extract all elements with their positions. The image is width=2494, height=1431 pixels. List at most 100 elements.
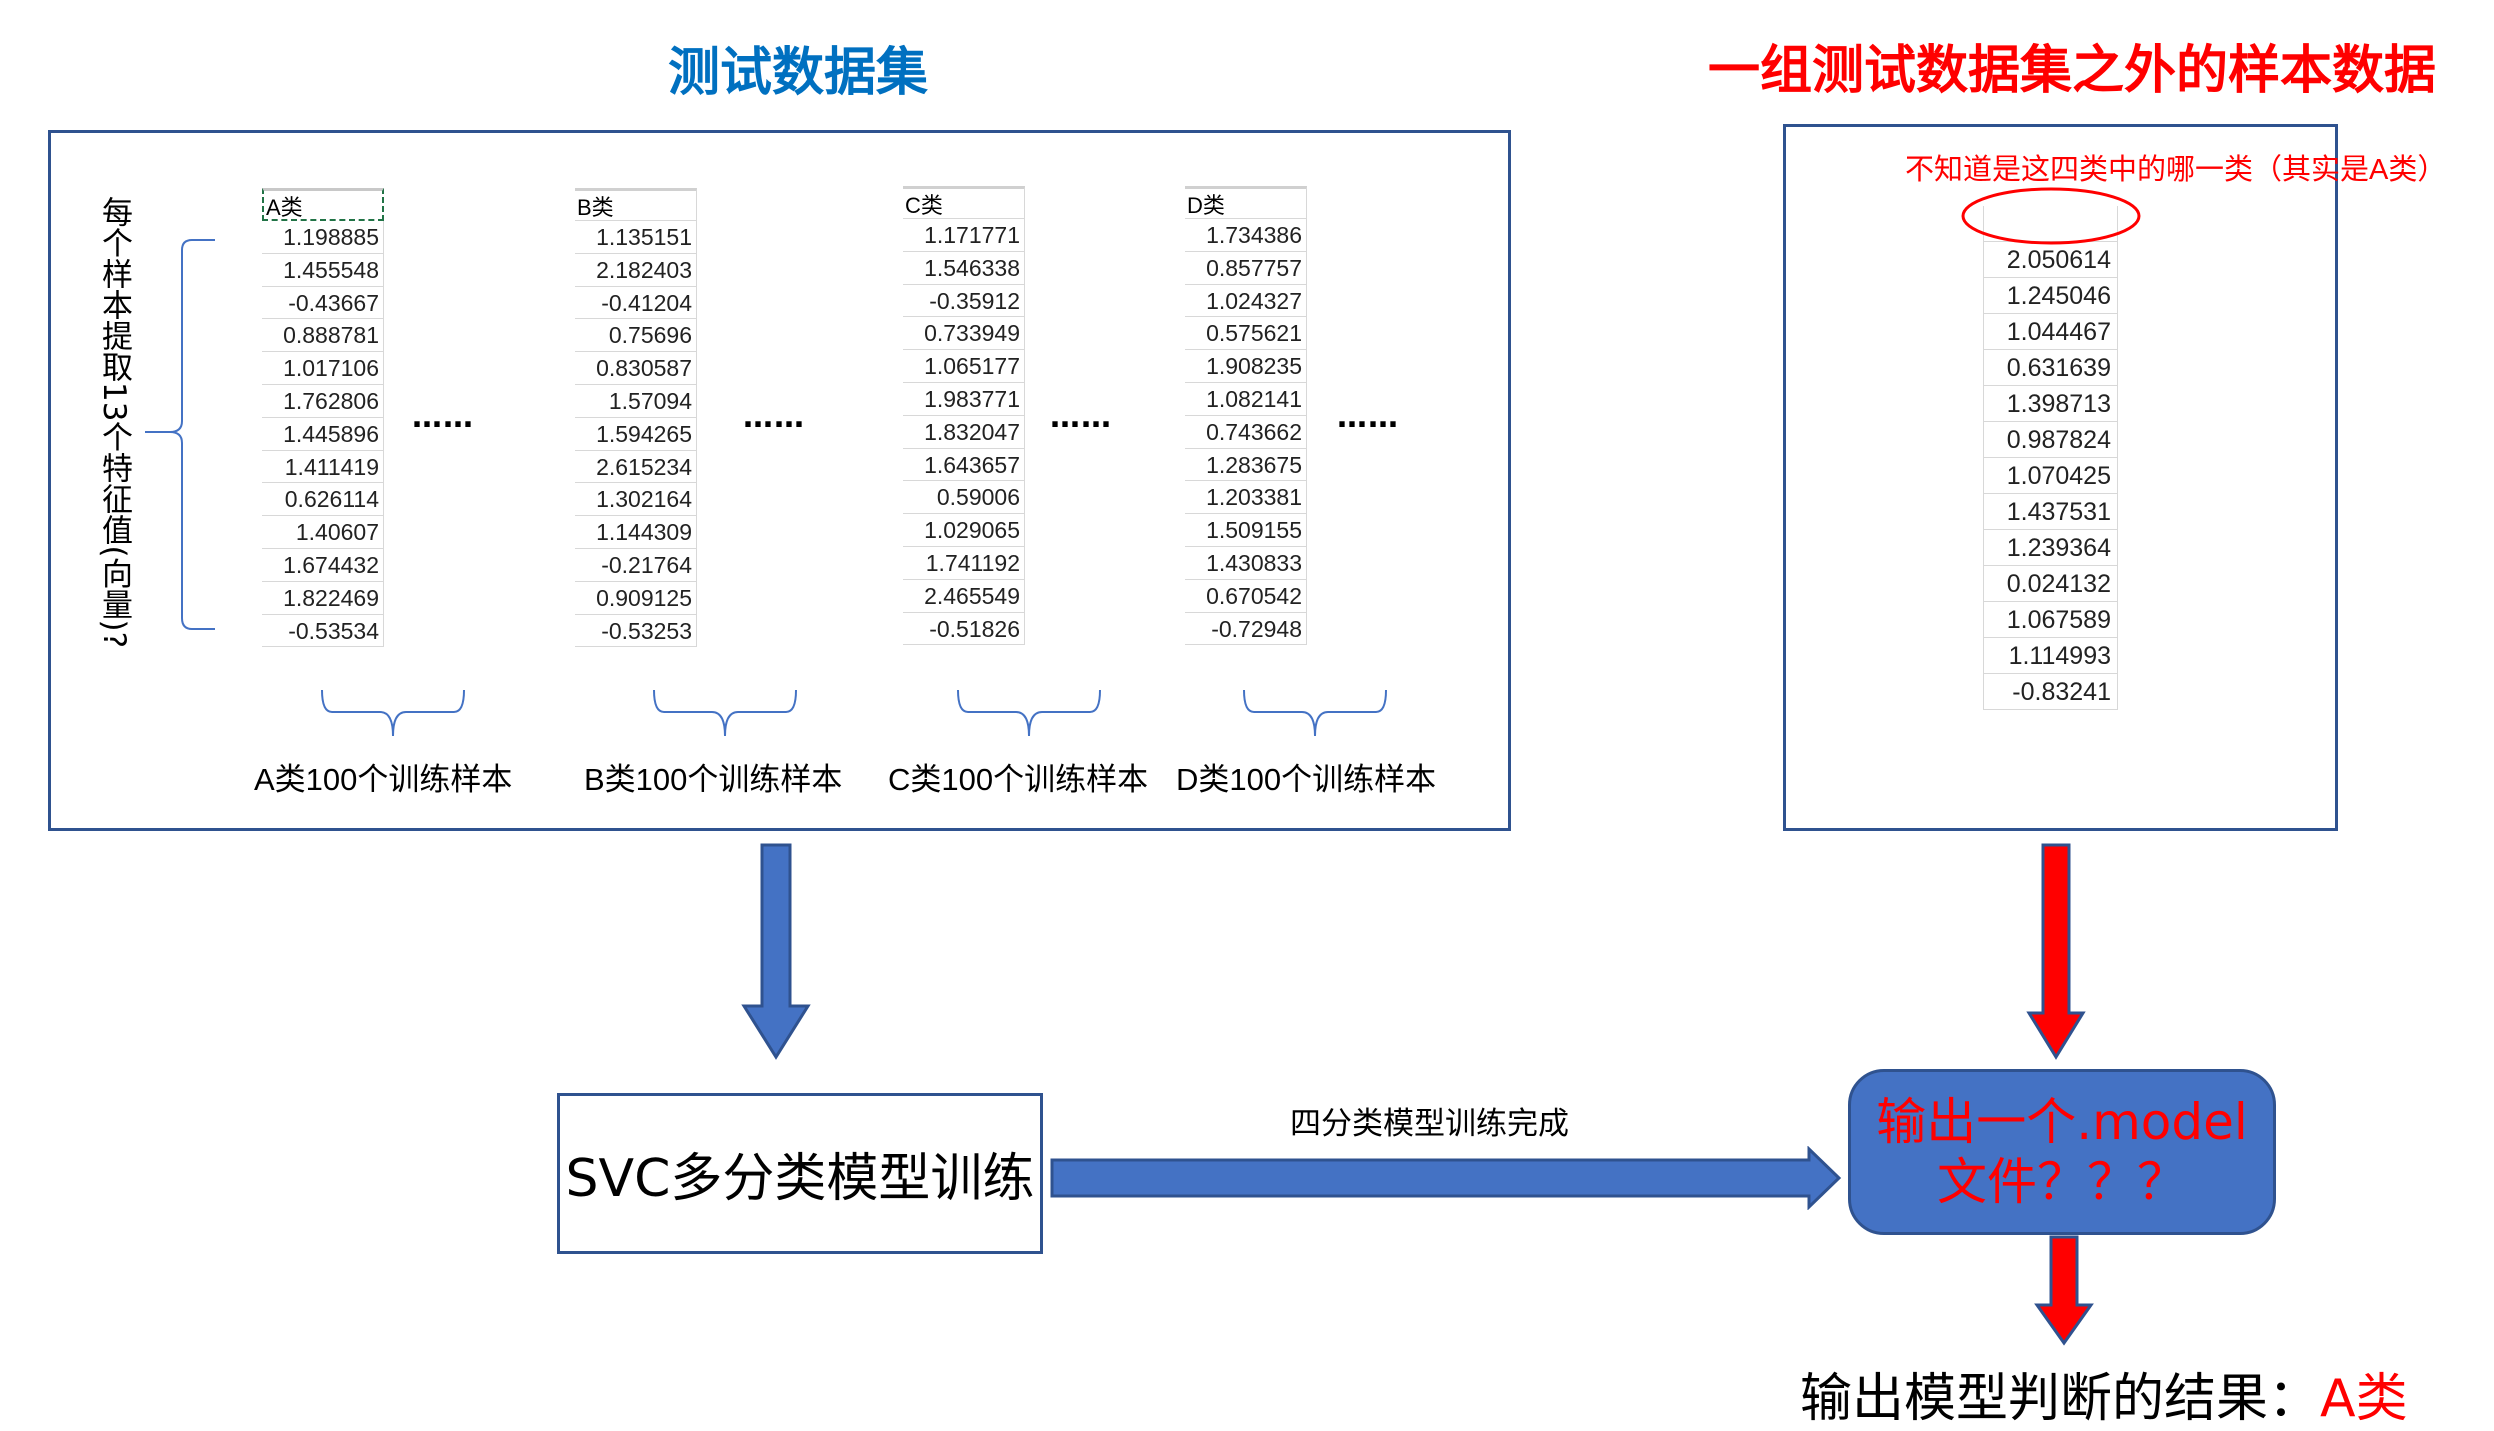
feature-cell[interactable]: 0.888781	[262, 319, 384, 353]
feature-cell[interactable]: 0.733949	[903, 317, 1025, 351]
feature-cell[interactable]: 1.832047	[903, 415, 1025, 449]
feature-cell[interactable]: 1.908235	[1185, 350, 1307, 383]
feature-cell[interactable]: 1.135151	[575, 221, 697, 254]
feature-cell[interactable]: 1.398713	[1983, 386, 2118, 422]
feature-cell[interactable]: 1.983771	[903, 382, 1025, 416]
feature-cell[interactable]: -0.43667	[262, 286, 384, 320]
model-box-line2: 文件？？？	[1937, 1153, 2187, 1211]
feature-cell[interactable]: 1.070425	[1983, 458, 2118, 494]
test-dataset-title: 测试数据集	[668, 43, 929, 103]
feature-cell[interactable]: 1.245046	[1983, 278, 2118, 314]
class-a-column: A类 1.198885 1.455548 -0.43667 0.888781 1…	[262, 188, 384, 648]
feature-cell[interactable]: -0.72948	[1185, 612, 1307, 646]
feature-cell[interactable]: 2.615234	[575, 450, 697, 484]
training-complete-label: 四分类模型训练完成	[1290, 1106, 1569, 1142]
feature-cell[interactable]: 1.445896	[262, 417, 384, 451]
feature-cell[interactable]: 1.283675	[1185, 448, 1307, 482]
feature-cell[interactable]: 1.594265	[575, 417, 697, 451]
outside-sample-title: 一组测试数据集之外的样本数据	[1708, 41, 2437, 101]
feature-cell[interactable]: 1.40607	[262, 516, 384, 549]
feature-cell[interactable]: 0.631639	[1983, 350, 2118, 386]
feature-cell[interactable]: 0.670542	[1185, 579, 1307, 613]
svc-training-box: SVC多分类模型训练	[557, 1093, 1043, 1254]
class-d-column: D类 1.734386 0.857757 1.024327 0.575621 1…	[1185, 186, 1307, 646]
more-samples-ellipsis: ……	[412, 400, 474, 435]
feature-cell[interactable]: 1.029065	[903, 514, 1025, 547]
down-arrow-icon	[741, 843, 811, 1060]
red-result-arrow-icon	[2034, 1235, 2094, 1346]
feature-cell[interactable]: 1.017106	[262, 352, 384, 385]
feature-cell[interactable]: 0.987824	[1983, 422, 2118, 458]
feature-cell[interactable]: -0.41204	[575, 286, 697, 320]
feature-cell[interactable]: 1.741192	[903, 546, 1025, 580]
unknown-class-annotation: 不知道是这四类中的哪一类（其实是A类）	[1905, 154, 2447, 186]
feature-cell[interactable]: -0.53534	[262, 614, 384, 648]
feature-cell[interactable]: 1.203381	[1185, 481, 1307, 515]
feature-cell[interactable]: 1.044467	[1983, 314, 2118, 350]
feature-cell[interactable]: 2.465549	[903, 579, 1025, 613]
feature-cell[interactable]: 1.024327	[1185, 284, 1307, 318]
feature-cell[interactable]: 1.57094	[575, 384, 697, 418]
class-c-caption: C类100个训练样本	[888, 762, 1149, 797]
class-b-caption: B类100个训练样本	[584, 762, 843, 797]
feature-cell[interactable]: 1.437531	[1983, 494, 2118, 530]
feature-cell[interactable]: 2.182403	[575, 253, 697, 287]
feature-cell[interactable]: 1.430833	[1185, 546, 1307, 580]
feature-cell[interactable]: 1.239364	[1983, 530, 2118, 566]
class-c-column: C类 1.171771 1.546338 -0.35912 0.733949 1…	[903, 186, 1025, 646]
column-header[interactable]: C类	[903, 186, 1025, 219]
red-down-arrow-icon	[2026, 843, 2086, 1060]
result-value: A类	[2320, 1369, 2408, 1429]
feature-cell[interactable]: 1.144309	[575, 516, 697, 549]
model-output-box: 输出一个.model 文件？？？	[1848, 1069, 2276, 1235]
feature-cell[interactable]: 1.822469	[262, 581, 384, 615]
feature-note: 每个样本提取13个特征值(向量)?	[96, 196, 132, 649]
column-header[interactable]: A类	[262, 188, 384, 221]
feature-cell[interactable]: 1.114993	[1983, 638, 2118, 674]
feature-cell[interactable]: 2.050614	[1983, 242, 2118, 278]
feature-cell[interactable]: 1.734386	[1185, 219, 1307, 252]
feature-cell[interactable]: -0.51826	[903, 612, 1025, 646]
model-box-line1: 输出一个.model	[1876, 1093, 2248, 1151]
feature-cell[interactable]: 1.509155	[1185, 514, 1307, 547]
feature-cell[interactable]: 0.857757	[1185, 251, 1307, 285]
brace-icon	[321, 689, 465, 737]
feature-cell[interactable]: -0.35912	[903, 284, 1025, 318]
feature-cell[interactable]: 1.302164	[575, 483, 697, 517]
highlight-ellipse-icon	[1961, 187, 2141, 245]
feature-cell[interactable]: 1.198885	[262, 221, 384, 254]
feature-cell[interactable]: 1.674432	[262, 548, 384, 582]
column-header[interactable]: D类	[1185, 186, 1307, 219]
svc-training-label: SVC多分类模型训练	[565, 1149, 1035, 1209]
feature-cell[interactable]: 0.743662	[1185, 415, 1307, 449]
feature-cell[interactable]: 1.065177	[903, 350, 1025, 383]
feature-cell[interactable]: -0.83241	[1983, 674, 2118, 710]
brace-icon	[1243, 689, 1387, 737]
feature-cell[interactable]: 0.024132	[1983, 566, 2118, 602]
feature-cell[interactable]: 0.909125	[575, 581, 697, 615]
result-label: 输出模型判断的结果：	[1800, 1369, 2321, 1429]
feature-cell[interactable]: 1.455548	[262, 253, 384, 287]
feature-cell[interactable]: 1.762806	[262, 384, 384, 418]
feature-cell[interactable]: 0.626114	[262, 483, 384, 517]
feature-cell[interactable]: 1.082141	[1185, 382, 1307, 416]
brace-icon	[957, 689, 1101, 737]
feature-cell[interactable]: -0.53253	[575, 614, 697, 648]
more-samples-ellipsis: ……	[1050, 400, 1112, 435]
feature-cell[interactable]: 0.575621	[1185, 317, 1307, 351]
feature-cell[interactable]: 1.643657	[903, 448, 1025, 482]
feature-cell[interactable]: 1.067589	[1983, 602, 2118, 638]
feature-cell[interactable]: 1.546338	[903, 251, 1025, 285]
feature-cell[interactable]: 1.411419	[262, 450, 384, 484]
unknown-sample-column: 2.050614 1.245046 1.044467 0.631639 1.39…	[1983, 206, 2118, 710]
brace-icon	[653, 689, 797, 737]
feature-cell[interactable]: 1.171771	[903, 219, 1025, 252]
right-arrow-icon	[1050, 1146, 1842, 1210]
feature-cell[interactable]: 0.75696	[575, 319, 697, 353]
class-a-caption: A类100个训练样本	[254, 762, 513, 797]
feature-cell[interactable]: -0.21764	[575, 548, 697, 582]
column-header[interactable]: B类	[575, 188, 697, 221]
feature-cell[interactable]: 0.830587	[575, 352, 697, 385]
feature-cell[interactable]: 0.59006	[903, 481, 1025, 515]
more-samples-ellipsis: ……	[743, 400, 805, 435]
